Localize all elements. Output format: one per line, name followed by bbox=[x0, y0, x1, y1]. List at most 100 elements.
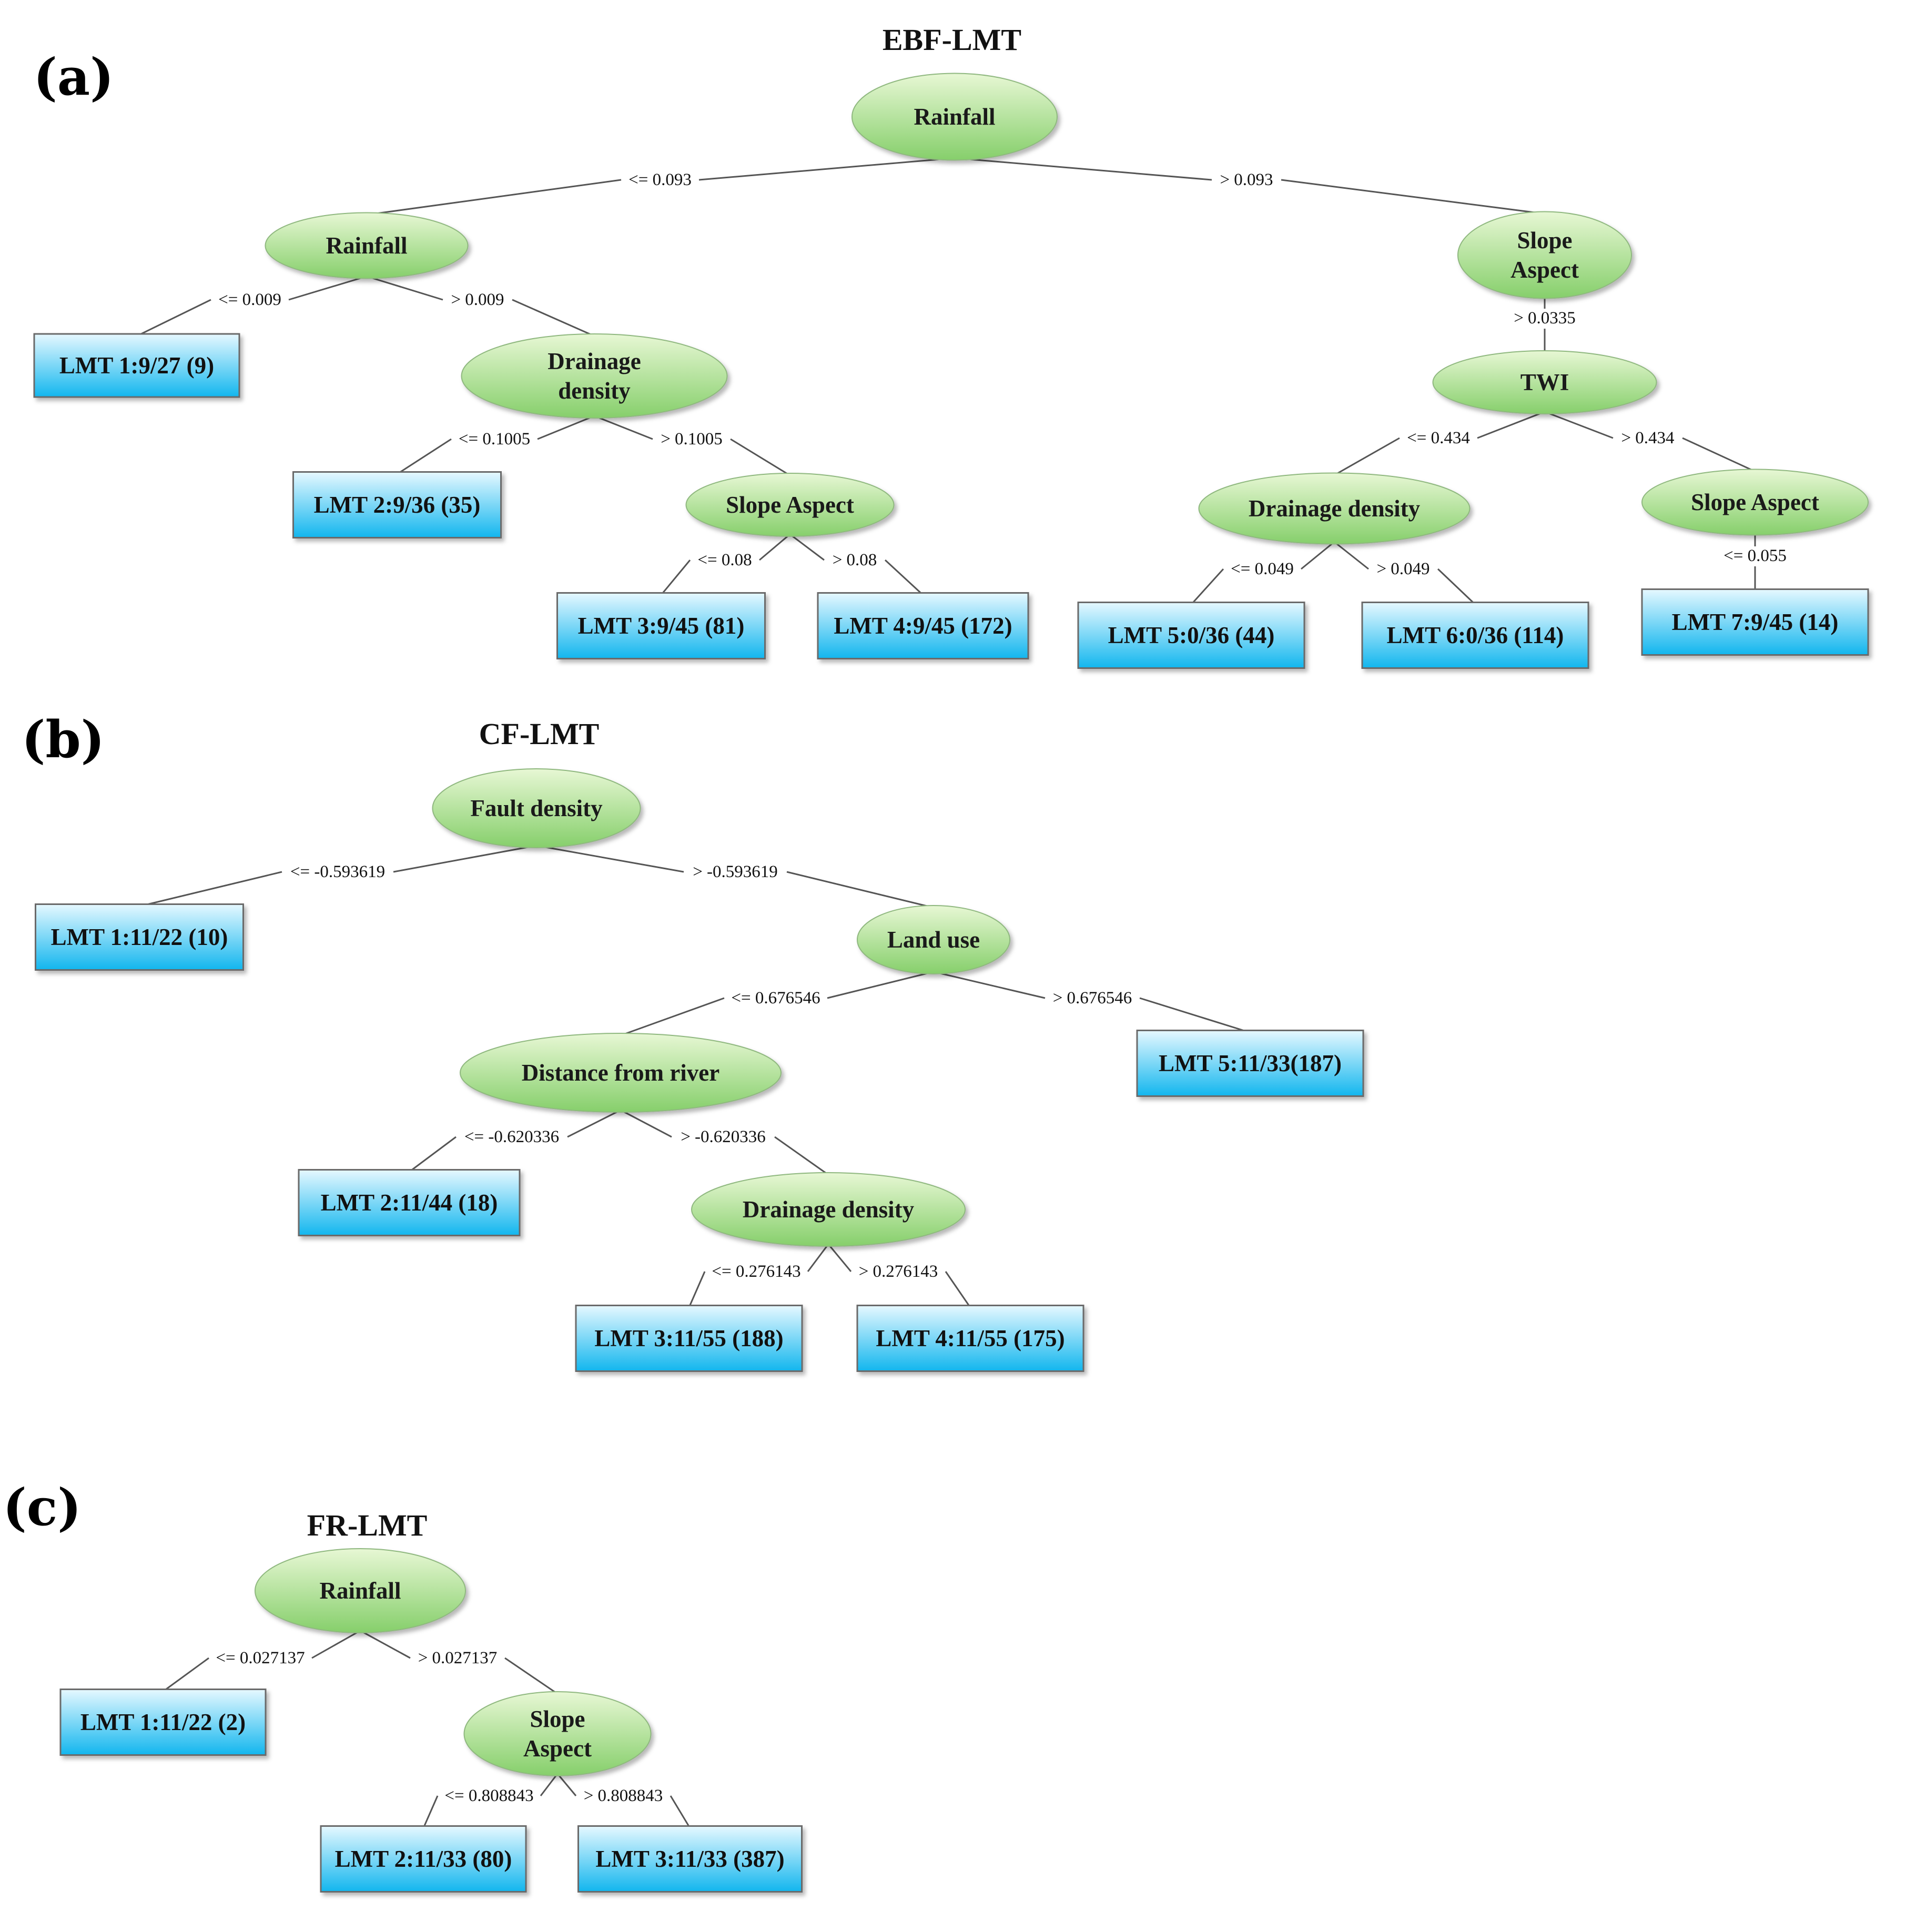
edge-split-label: > 0.0335 bbox=[1514, 309, 1576, 328]
decision-node-label: Rainfall bbox=[914, 104, 995, 130]
edge-line bbox=[730, 438, 790, 476]
edge-line bbox=[1477, 411, 1545, 439]
decision-node-label: Slope bbox=[1517, 227, 1572, 253]
panel-title: CF-LMT bbox=[479, 717, 600, 751]
edge-line bbox=[360, 1630, 411, 1659]
leaf-node-label: LMT 5:0/36 (44) bbox=[1108, 622, 1275, 648]
leaf-node-label: LMT 2:11/44 (18) bbox=[321, 1189, 498, 1216]
decision-node-label: Aspect bbox=[523, 1735, 592, 1762]
edge-split-label: <= 0.093 bbox=[628, 170, 692, 189]
panel-label: (b) bbox=[22, 710, 105, 769]
edge-split-label: <= 0.434 bbox=[1407, 429, 1470, 448]
edge-line bbox=[1190, 568, 1224, 605]
edge-split-label: > 0.1005 bbox=[661, 430, 723, 449]
decision-node-drainage-density bbox=[1198, 472, 1471, 545]
decision-node-label: Distance from river bbox=[522, 1060, 720, 1086]
edge-line bbox=[1301, 541, 1335, 570]
edge-split-label: > 0.009 bbox=[451, 290, 504, 309]
edge-line bbox=[670, 1795, 691, 1829]
decision-node-rainfall bbox=[851, 73, 1058, 161]
decision-node-drainage-density bbox=[461, 333, 728, 419]
edge-split-label: <= 0.049 bbox=[1231, 560, 1294, 578]
leaf-node-label: LMT 5:11/33(187) bbox=[1159, 1050, 1342, 1076]
edge-line bbox=[660, 560, 691, 596]
edge-line bbox=[620, 1109, 672, 1138]
panel-label: (a) bbox=[33, 47, 114, 107]
edge-line bbox=[594, 415, 653, 440]
edge-line bbox=[163, 1657, 209, 1692]
edge-split-label: > 0.093 bbox=[1220, 170, 1273, 189]
edge-line bbox=[366, 179, 622, 216]
leaf-node-label: LMT 4:9/45 (172) bbox=[834, 613, 1012, 639]
edge-split-label: > 0.434 bbox=[1621, 429, 1674, 448]
edge-line bbox=[1139, 997, 1251, 1033]
edge-line bbox=[139, 871, 282, 907]
decision-node-fault-density bbox=[432, 768, 641, 848]
edge-split-label: > 0.676546 bbox=[1053, 989, 1132, 1008]
edge-line bbox=[1544, 411, 1614, 439]
edge-split-label: <= 0.676546 bbox=[731, 989, 820, 1008]
edge-split-label: <= 0.009 bbox=[218, 290, 281, 309]
edge-split-label: <= 0.08 bbox=[697, 551, 752, 570]
edge-line bbox=[567, 1109, 621, 1138]
leaf-node-label: LMT 7:9/45 (14) bbox=[1672, 609, 1839, 635]
edge-line bbox=[786, 871, 934, 909]
decision-node-label: Drainage density bbox=[1249, 495, 1421, 522]
leaf-node-label: LMT 2:9/36 (35) bbox=[314, 492, 481, 518]
leaf-node-label: LMT 1:11/22 (10) bbox=[51, 924, 228, 950]
edge-line bbox=[789, 533, 825, 561]
edge-line bbox=[136, 299, 211, 337]
edge-line bbox=[688, 1271, 706, 1308]
panel-title: EBF-LMT bbox=[883, 23, 1021, 57]
edge-line bbox=[620, 997, 725, 1036]
edge-line bbox=[807, 1244, 829, 1272]
edge-split-label: <= -0.620336 bbox=[464, 1127, 559, 1146]
leaf-node bbox=[33, 333, 240, 398]
leaf-node-label: LMT 4:11/55 (175) bbox=[876, 1325, 1064, 1351]
edge-line bbox=[698, 157, 955, 181]
leaf-node bbox=[59, 1689, 267, 1756]
edge-line bbox=[537, 415, 595, 440]
edge-line bbox=[422, 1795, 439, 1829]
edge-split-label: > -0.620336 bbox=[681, 1127, 766, 1146]
edge-line bbox=[393, 845, 537, 873]
edge-line bbox=[409, 1136, 457, 1173]
leaf-node bbox=[1136, 1030, 1364, 1097]
edge-line bbox=[759, 533, 790, 561]
edge-line bbox=[1334, 541, 1369, 570]
edge-line bbox=[311, 1630, 361, 1659]
leaf-node bbox=[292, 471, 502, 538]
edge-split-label: <= 0.1005 bbox=[459, 430, 530, 449]
leaf-node-label: LMT 2:11/33 (80) bbox=[335, 1846, 512, 1872]
edge-line bbox=[933, 971, 1046, 999]
leaf-node bbox=[856, 1305, 1084, 1372]
edge-line bbox=[556, 1773, 577, 1796]
edge-line bbox=[288, 276, 367, 301]
decision-node-label: Rainfall bbox=[326, 232, 407, 259]
decision-node-label: density bbox=[558, 378, 631, 404]
edge-split-label: > 0.808843 bbox=[584, 1786, 663, 1805]
decision-node-label: Land use bbox=[887, 927, 980, 953]
decision-node-label: TWI bbox=[1520, 369, 1569, 395]
leaf-node-label: LMT 3:11/55 (188) bbox=[594, 1325, 783, 1351]
panel-label: (c) bbox=[3, 1478, 81, 1537]
leaf-node-label: LMT 1:9/27 (9) bbox=[59, 352, 214, 379]
edge-line bbox=[536, 845, 684, 873]
decision-node-slope-aspect bbox=[1641, 469, 1869, 536]
edge-line bbox=[1682, 437, 1756, 472]
edge-line bbox=[1334, 437, 1400, 476]
decision-node-label: Aspect bbox=[1510, 257, 1579, 283]
decision-node-label: Drainage density bbox=[743, 1196, 915, 1223]
leaf-node-label: LMT 3:11/33 (387) bbox=[595, 1846, 784, 1872]
edge-split-label: <= 0.276143 bbox=[712, 1262, 800, 1281]
edge-line bbox=[1437, 568, 1476, 605]
decision-node-label: Slope bbox=[530, 1706, 585, 1732]
leaf-node-label: LMT 3:9/45 (81) bbox=[578, 613, 745, 639]
decision-node-label: Drainage bbox=[548, 348, 641, 374]
edge-split-label: <= 0.808843 bbox=[444, 1786, 533, 1805]
edge-split-label: > 0.027137 bbox=[418, 1649, 498, 1667]
leaf-node-label: LMT 1:11/22 (2) bbox=[80, 1709, 246, 1735]
leaf-node bbox=[575, 1305, 803, 1372]
decision-node-land-use bbox=[857, 905, 1010, 974]
decision-node-slope-aspect bbox=[463, 1691, 652, 1776]
